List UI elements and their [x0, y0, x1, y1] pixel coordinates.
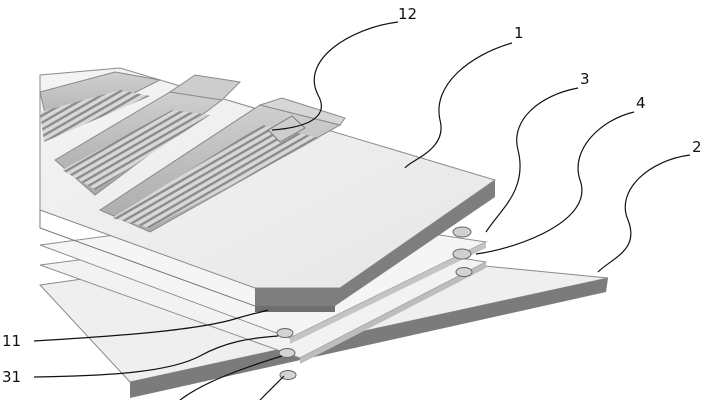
- flow-channel: [39, 71, 162, 142]
- label-1: 1: [514, 24, 524, 42]
- leader-12: [271, 21, 399, 131]
- label-3: 3: [580, 70, 590, 88]
- flow-channel: [54, 74, 242, 196]
- leader-2: [597, 154, 691, 273]
- label-4: 4: [636, 94, 646, 112]
- leader-4: [475, 111, 635, 255]
- leader-extra-b: [259, 375, 285, 400]
- leader-1: [404, 42, 513, 169]
- leader-3: [485, 87, 579, 233]
- leader-lines: [33, 21, 691, 400]
- label-31: 31: [2, 368, 21, 386]
- label-2: 2: [692, 138, 702, 156]
- label-12: 12: [398, 5, 417, 23]
- reference-labels: 12 1 3 4 2 11 31: [2, 5, 702, 386]
- bump-features: [276, 226, 473, 380]
- label-11: 11: [2, 332, 21, 350]
- leader-11: [33, 309, 269, 342]
- leader-31: [33, 335, 279, 378]
- leader-extra-a: [179, 355, 283, 400]
- plate-1: [39, 67, 497, 312]
